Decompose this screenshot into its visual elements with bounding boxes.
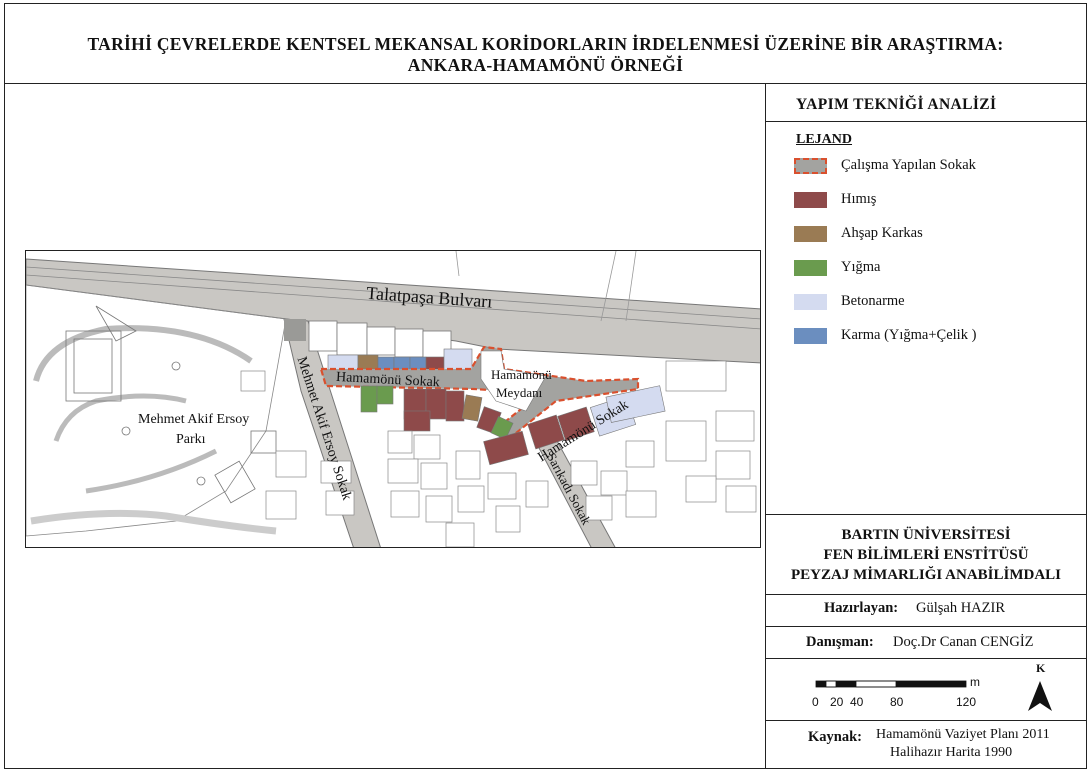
- legend-label: Karma (Yığma+Çelik ): [841, 327, 977, 343]
- park-label-line-1: Mehmet Akif Ersoy: [138, 412, 249, 427]
- square-label-line-1: Hamamönü: [491, 367, 552, 382]
- advisor-row: Danışman: Doç.Dr Canan CENGİZ: [766, 626, 1086, 658]
- scale-tick-80: 80: [890, 695, 904, 709]
- scale-tick-120: 120: [956, 695, 977, 709]
- map-sheet: TARİHİ ÇEVRELERDE KENTSEL MEKANSAL KORİD…: [4, 3, 1087, 769]
- prepared-by-row: Hazırlayan: Gülşah HAZIR: [766, 594, 1086, 622]
- scale-bar: [815, 680, 1052, 711]
- north-arrow-icon: [1028, 681, 1052, 711]
- hamamonu-street-label: Hamamönü Sokak: [336, 370, 440, 390]
- scale-tick-20: 20: [830, 695, 844, 709]
- legend-swatch: [794, 158, 827, 174]
- source-label: Kaynak:: [808, 729, 862, 745]
- legend-label: Hımış: [841, 191, 877, 207]
- info-panel: YAPIM TEKNİĞİ ANALİZİ LEJAND Çalışma Yap…: [765, 84, 1086, 768]
- legend-label: Çalışma Yapılan Sokak: [841, 157, 976, 173]
- map-frame: Talatpaşa Bulvarı Mehmet Akif Ersoy Park…: [25, 250, 761, 548]
- park-label-line-2: Parkı: [176, 432, 206, 447]
- square-label-line-2: Meydanı: [496, 385, 543, 400]
- legend-heading: LEJAND: [796, 132, 853, 147]
- legend-label: Yığma: [841, 259, 881, 275]
- institution-line-1: BARTIN ÜNİVERSİTESİ: [841, 527, 1011, 543]
- source-line-1: Hamamönü Vaziyet Planı 2011: [876, 727, 1050, 742]
- source-row: Kaynak: Hamamönü Vaziyet Planı 2011 Hali…: [766, 720, 1086, 768]
- legend-label: Ahşap Karkas: [841, 225, 923, 241]
- legend-label: Betonarme: [841, 293, 905, 309]
- analysis-title: YAPIM TEKNİĞİ ANALİZİ: [796, 96, 997, 113]
- legend-swatch: [794, 226, 827, 242]
- title-line-2: ANKARA-HAMAMÖNÜ ÖRNEĞİ: [407, 55, 684, 75]
- panel-title: YAPIM TEKNİĞİ ANALİZİ: [766, 84, 1086, 122]
- north-label: K: [1036, 661, 1046, 675]
- title-block: TARİHİ ÇEVRELERDE KENTSEL MEKANSAL KORİD…: [5, 4, 1086, 84]
- legend-swatch: [794, 294, 827, 310]
- advisor-value: Doç.Dr Canan CENGİZ: [893, 634, 1034, 650]
- legend-swatch: [794, 192, 827, 208]
- advisor-label: Danışman:: [806, 634, 874, 650]
- prepared-by-value: Gülşah HAZIR: [916, 600, 1006, 616]
- title-line-1: TARİHİ ÇEVRELERDE KENTSEL MEKANSAL KORİD…: [87, 34, 1004, 54]
- institution-line-3: PEYZAJ MİMARLIĞI ANABİLİMDALI: [790, 567, 1062, 583]
- institution-block: BARTIN ÜNİVERSİTESİ FEN BİLİMLERİ ENSTİT…: [766, 514, 1086, 594]
- scale-tick-40: 40: [850, 695, 864, 709]
- legend-swatch: [794, 328, 827, 344]
- scale-tick-0: 0: [812, 695, 819, 709]
- site-plan-map: Talatpaşa Bulvarı Mehmet Akif Ersoy Park…: [26, 251, 760, 547]
- prepared-by-label: Hazırlayan:: [824, 600, 899, 616]
- source-line-2: Halihazır Harita 1990: [890, 745, 1013, 760]
- scale-row: m 0 20 40 80 120 K: [766, 658, 1086, 720]
- institution-line-2: FEN BİLİMLERİ ENSTİTÜSÜ: [823, 547, 1029, 563]
- scale-unit: m: [970, 675, 980, 689]
- legend-swatch: [794, 260, 827, 276]
